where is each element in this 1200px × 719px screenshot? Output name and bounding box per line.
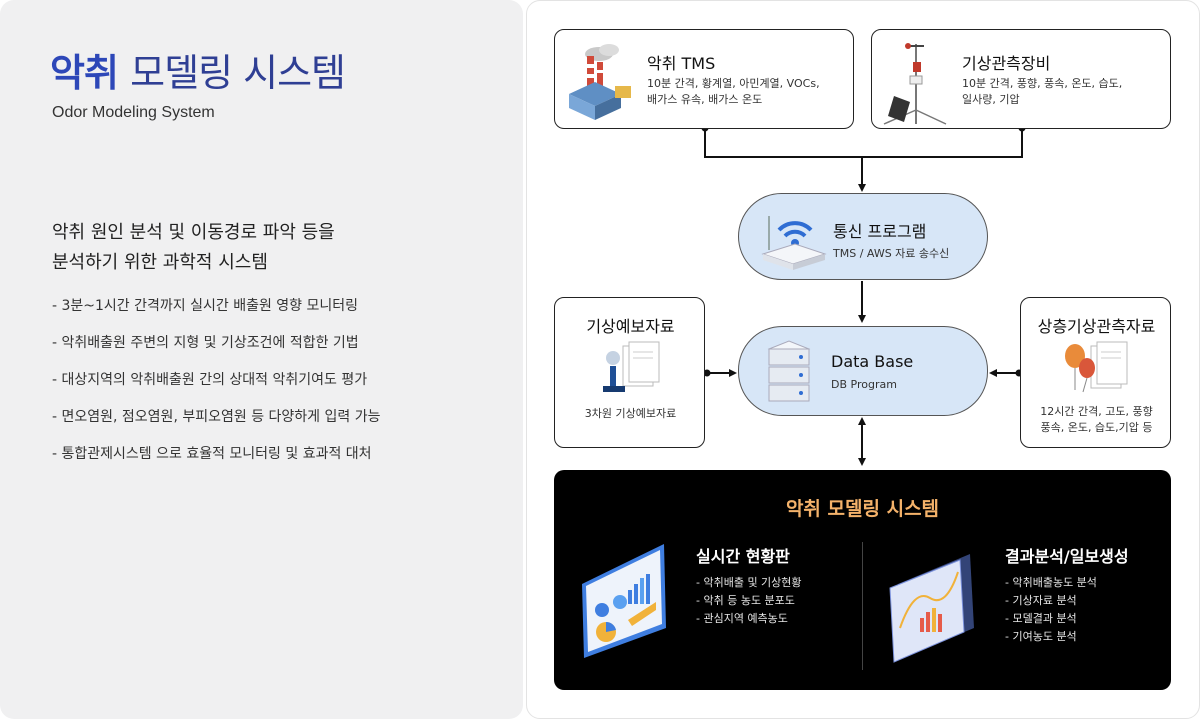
upper-to-db-arrow bbox=[989, 369, 1023, 377]
intro-text: 악취 원인 분석 및 이동경로 파악 등을 분석하기 위한 과학적 시스템 bbox=[52, 218, 492, 278]
weather-equipment-desc: 10분 간격, 풍향, 풍속, 온도, 습도, 일사량, 기압 bbox=[962, 76, 1122, 108]
database-title: Data Base bbox=[831, 352, 914, 371]
forecast-box: 기상예보자료 3차원 기상예보자료 bbox=[554, 297, 705, 448]
tms-desc: 10분 간격, 황계열, 아민계열, VOCs, 배가스 유속, 배가스 온도 bbox=[647, 76, 820, 108]
column-divider bbox=[862, 542, 863, 670]
list-item: - 기상자료 분석 bbox=[1005, 594, 1077, 607]
page-title: 악취 모델링 시스템 bbox=[50, 42, 346, 97]
feature-item: - 면오염원, 점오염원, 부피오염원 등 다양하게 입력 가능 bbox=[52, 409, 381, 425]
title-rest: 모델링 시스템 bbox=[130, 51, 346, 95]
feature-list: - 3분~1시간 간격까지 실시간 배출원 영향 모니터링 - 악취배출원 주변… bbox=[52, 296, 380, 481]
feature-item: - 악취배출원 주변의 지형 및 기상조건에 적합한 기법 bbox=[52, 335, 359, 351]
upper-air-title: 상층기상관측자료 bbox=[1037, 317, 1156, 336]
feature-item: - 3분~1시간 간격까지 실시간 배출원 영향 모니터링 bbox=[52, 298, 359, 314]
tms-box: 악취 TMS 10분 간격, 황계열, 아민계열, VOCs, 배가스 유속, … bbox=[554, 29, 854, 129]
upper-air-box: 상층기상관측자료 12시간 간격, 고도, 풍향 풍속, 온도, 습도,기압 등 bbox=[1020, 297, 1171, 448]
factory-icon bbox=[569, 44, 631, 120]
weather-station-icon bbox=[883, 43, 947, 125]
database-desc: DB Program bbox=[831, 378, 897, 391]
list-item: - 악취 등 농도 분포도 bbox=[696, 594, 795, 607]
feature-item: - 통합관제시스템 으로 효율적 모니터링 및 효과적 대처 bbox=[52, 446, 372, 462]
upper-air-desc-line-1: 12시간 간격, 고도, 풍향 bbox=[1040, 405, 1153, 418]
list-item: - 악취배출 및 기상현황 bbox=[696, 576, 802, 589]
comm-program-pill: 통신 프로그램 TMS / AWS 자료 송수신 bbox=[738, 193, 988, 280]
page-subtitle: Odor Modeling System bbox=[52, 104, 215, 121]
list-item: - 악취배출농도 분석 bbox=[1005, 576, 1097, 589]
modeling-system-box: 악취 모델링 시스템 실시간 현황판 - 악취배출 및 기상현황 - 악취 등 … bbox=[554, 470, 1171, 690]
tms-desc-line-1: 10분 간격, 황계열, 아민계열, VOCs, bbox=[647, 77, 820, 90]
comm-program-desc: TMS / AWS 자료 송수신 bbox=[833, 247, 950, 260]
weather-equipment-desc-line-2: 일사량, 기압 bbox=[962, 93, 1020, 106]
report-generation-title: 결과분석/일보생성 bbox=[1005, 547, 1129, 566]
dashboard-monitor-icon bbox=[582, 544, 666, 658]
forecast-title: 기상예보자료 bbox=[586, 317, 675, 336]
report-chart-icon bbox=[889, 554, 974, 663]
realtime-dashboard-title: 실시간 현황판 bbox=[696, 547, 790, 566]
weather-equipment-desc-line-1: 10분 간격, 풍향, 풍속, 온도, 습도, bbox=[962, 77, 1123, 90]
report-generation-list: - 악취배출농도 분석 - 기상자료 분석 - 모델결과 분석 - 기여농도 분… bbox=[1005, 574, 1097, 646]
intro-line-1: 악취 원인 분석 및 이동경로 파악 등을 bbox=[52, 222, 335, 243]
intro-line-2: 분석하기 위한 과학적 시스템 bbox=[52, 252, 268, 273]
database-pill: Data Base DB Program bbox=[738, 326, 988, 416]
title-accent: 악취 bbox=[50, 51, 119, 95]
list-item: - 기여농도 분석 bbox=[1005, 630, 1077, 643]
wifi-router-icon bbox=[761, 216, 827, 270]
forecast-to-db-arrow bbox=[703, 369, 737, 377]
tms-title: 악취 TMS bbox=[647, 54, 716, 73]
upper-air-desc-line-2: 풍속, 온도, 습도,기압 등 bbox=[1040, 421, 1153, 434]
weather-equipment-title: 기상관측장비 bbox=[962, 54, 1051, 73]
realtime-dashboard-list: - 악취배출 및 기상현황 - 악취 등 농도 분포도 - 관심지역 예측농도 bbox=[696, 574, 802, 628]
upper-air-desc: 12시간 간격, 고도, 풍향 풍속, 온도, 습도,기압 등 bbox=[1021, 404, 1172, 436]
forecast-document-icon bbox=[603, 341, 660, 392]
left-panel: 악취 모델링 시스템 Odor Modeling System 악취 원인 분석… bbox=[0, 0, 523, 719]
modeling-system-title: 악취 모델링 시스템 bbox=[785, 498, 940, 520]
weather-equipment-box: 기상관측장비 10분 간격, 풍향, 풍속, 온도, 습도, 일사량, 기압 bbox=[871, 29, 1171, 129]
feature-item: - 대상지역의 악취배출원 간의 상대적 악취기여도 평가 bbox=[52, 372, 368, 388]
top-merge-connector bbox=[701, 124, 1026, 192]
forecast-desc: 3차원 기상예보자료 bbox=[584, 407, 677, 420]
tms-desc-line-2: 배가스 유속, 배가스 온도 bbox=[647, 93, 763, 106]
balloon-document-icon bbox=[1065, 341, 1128, 393]
database-server-icon bbox=[767, 340, 811, 402]
comm-program-title: 통신 프로그램 bbox=[833, 222, 927, 241]
list-item: - 모델결과 분석 bbox=[1005, 612, 1077, 625]
list-item: - 관심지역 예측농도 bbox=[696, 612, 788, 625]
